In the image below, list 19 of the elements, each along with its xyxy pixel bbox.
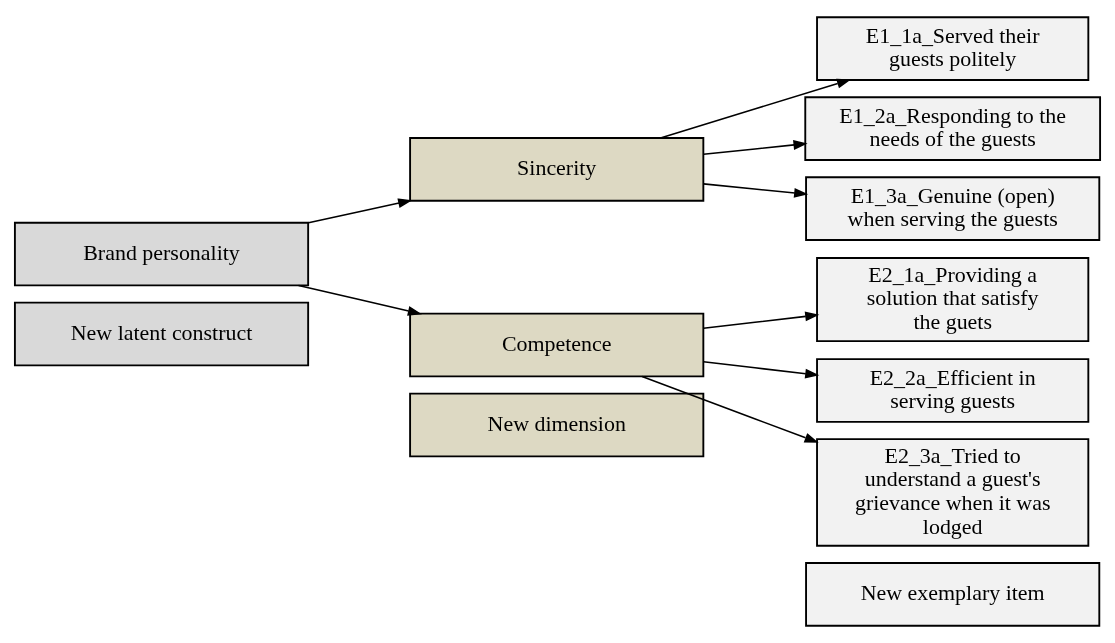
arrow xyxy=(297,284,422,316)
node-box: New dimension xyxy=(409,392,705,458)
node-box: E2_3a_Tried to understand a guest's grievance when it was lodged xyxy=(816,438,1090,547)
arrow xyxy=(702,361,820,379)
node-box: Competence xyxy=(409,312,705,378)
node-box: E1_2a_Responding to the needs of the guests xyxy=(804,96,1102,161)
node-box: E2_2a_Efficient in serving guests xyxy=(816,358,1090,423)
arrow xyxy=(307,198,413,224)
node-box: New latent construct xyxy=(13,301,310,367)
arrow xyxy=(702,183,809,198)
arrow xyxy=(659,78,852,139)
node-box: E2_1a_Providing a solution that satisfy the guets xyxy=(816,257,1090,343)
node-box: New exemplary item xyxy=(805,562,1101,627)
arrow xyxy=(702,311,820,329)
node-box: E1_3a_Genuine (open) when serving the guests xyxy=(805,176,1101,241)
node-box: Brand personality xyxy=(13,221,310,287)
node-box: E1_1a_Served their guests politely xyxy=(816,16,1090,81)
arrow xyxy=(702,140,808,156)
node-box: Sincerity xyxy=(409,137,705,202)
